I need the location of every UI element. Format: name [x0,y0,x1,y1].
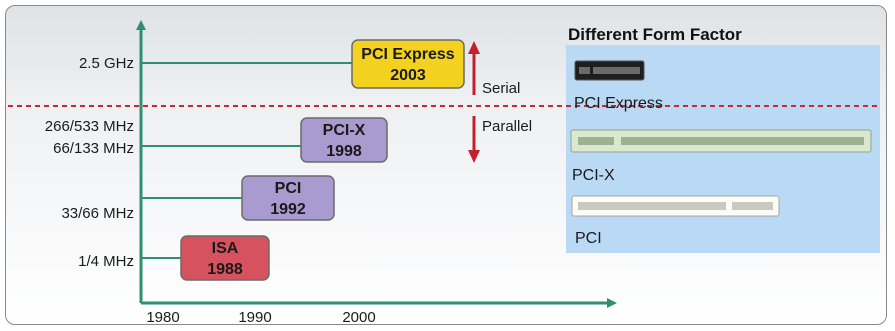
bus-box-pci-name: PCI [275,180,302,197]
y-label-33-66mhz: 33/66 MHz [61,205,134,222]
pcie-slot-image [574,60,645,81]
bus-box-pcie: PCI Express 2003 [351,39,465,89]
serial-label: Serial [482,80,520,97]
y-label-66-133mhz: 66/133 MHz [53,140,134,157]
x-label-1990: 1990 [238,309,271,326]
pcix-slot-label: PCI-X [572,167,615,184]
pci-slot-image [571,195,780,217]
bus-box-pcix-year: 1998 [326,143,362,160]
y-label-1-4mhz: 1/4 MHz [78,253,134,270]
pci-slot-label: PCI [575,230,602,247]
y-label-266-533mhz: 266/533 MHz [45,118,134,135]
serial-arrow [468,41,480,95]
parallel-label: Parallel [482,118,532,135]
bus-box-pcix-name: PCI-X [323,122,366,139]
x-label-1980: 1980 [146,309,179,326]
bus-box-pcie-rect [351,39,465,89]
bus-box-pci-year: 1992 [270,201,306,218]
bus-box-pcix: PCI-X 1998 [300,117,388,163]
x-label-2000: 2000 [342,309,375,326]
bus-box-pcie-year: 2003 [390,67,426,84]
bus-box-isa-rect [180,235,270,281]
parallel-arrow-head [468,150,480,163]
form-factor-title: Different Form Factor [568,25,742,44]
pcie-slot-label: PCI Express [574,95,663,112]
serial-arrow-head [468,41,480,54]
bus-box-pcie-name: PCI Express [361,46,454,63]
bus-box-pcix-rect [300,117,388,163]
y-label-2-5ghz: 2.5 GHz [79,55,134,72]
bus-box-isa-year: 1988 [207,261,243,278]
bus-box-pci: PCI 1992 [241,175,335,221]
bus-box-isa: ISA 1988 [180,235,270,281]
bus-box-pci-rect [241,175,335,221]
pcix-slot-image [570,129,872,153]
bus-box-isa-name: ISA [212,240,239,257]
parallel-arrow [468,116,480,163]
